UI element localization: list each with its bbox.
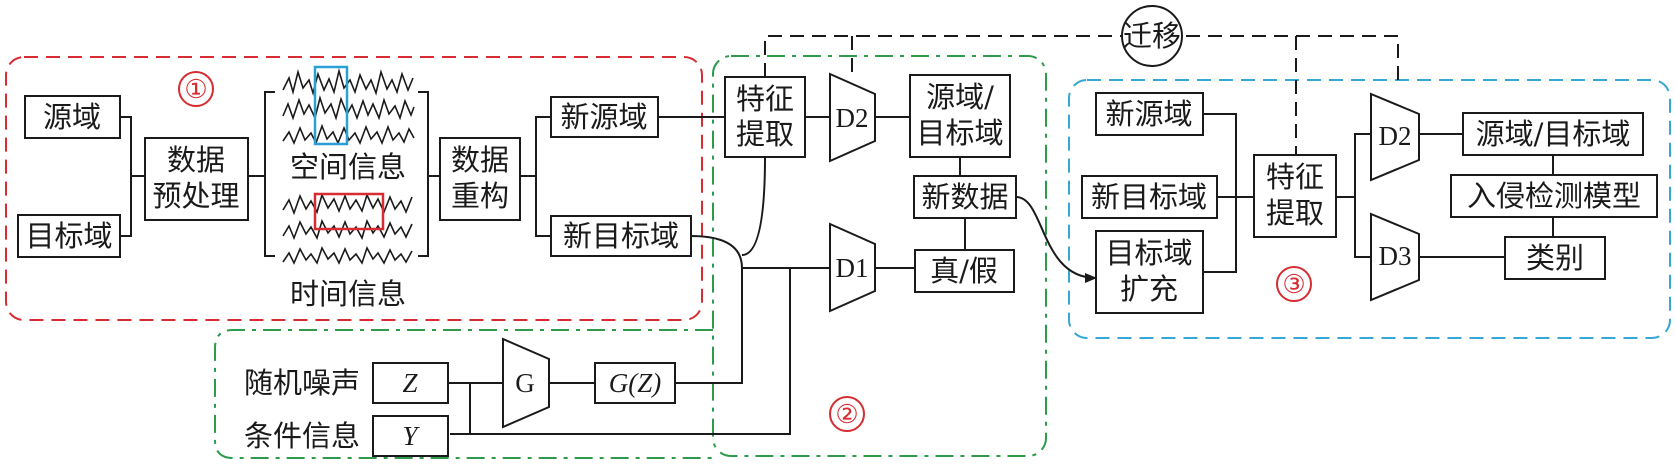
new-target-box-3 xyxy=(1081,175,1218,219)
target-expand-label-line1: 目标域 xyxy=(1105,236,1192,270)
d2-label-3: D2 xyxy=(1379,121,1412,151)
spatial-highlight xyxy=(313,65,349,146)
temporal-highlight xyxy=(313,192,385,231)
d2-discriminator-3 xyxy=(1370,92,1420,182)
condition-to-d1-line xyxy=(450,268,791,435)
region-2-bottom-border xyxy=(214,329,713,459)
d3-label: D3 xyxy=(1379,241,1412,271)
d2-label-1: D2 xyxy=(836,103,869,133)
region-3-number: ③ xyxy=(1282,270,1305,300)
src-tgt-box-3 xyxy=(1462,112,1644,156)
feature-extract-label-3-line2: 提取 xyxy=(1266,196,1324,230)
preprocess-box xyxy=(144,137,249,221)
source-domain-box xyxy=(24,95,121,139)
gz-argument: (Z) xyxy=(628,368,661,398)
z-box xyxy=(372,362,449,404)
reconstruct-label-line1: 数据 xyxy=(451,143,509,177)
transfer-label: 迁移 xyxy=(1123,19,1181,53)
feature-extract-box-3 xyxy=(1253,154,1337,238)
feature-3-split-bracket xyxy=(1336,133,1371,258)
feature-extract-label-1-line2: 提取 xyxy=(736,117,794,151)
new-target-label-3: 新目标域 xyxy=(1091,180,1207,214)
feature-extract-label-3-line1: 特征 xyxy=(1266,160,1324,194)
condition-info-label: 条件信息 xyxy=(244,419,360,453)
src-tgt-label-1-line1: 源域/ xyxy=(926,80,994,114)
region-3-number-circle xyxy=(1276,266,1312,302)
source-target-bracket xyxy=(120,116,145,237)
preprocess-split-bracket xyxy=(248,91,275,257)
new-source-label-3: 新源域 xyxy=(1105,97,1192,131)
preprocess-label-line2: 预处理 xyxy=(152,179,239,213)
feature-down-curve xyxy=(741,156,766,256)
spatial-info-label: 空间信息 xyxy=(290,150,406,184)
category-label: 类别 xyxy=(1526,241,1584,275)
generator xyxy=(502,337,550,429)
region-2-border xyxy=(712,55,1047,457)
new-target-label-1: 新目标域 xyxy=(563,219,679,253)
new-data-to-expand-arrow xyxy=(1015,196,1097,283)
real-fake-box xyxy=(914,249,1015,293)
random-noise-label: 随机噪声 xyxy=(244,366,360,400)
new-source-label-1: 新源域 xyxy=(560,100,647,134)
region-3-border xyxy=(1068,79,1671,339)
new-source-box-3 xyxy=(1095,92,1204,136)
reconstruct-merge-bracket xyxy=(418,91,440,257)
reconstruct-box xyxy=(439,137,521,221)
d3-discriminator xyxy=(1370,212,1420,302)
d1-discriminator xyxy=(829,222,876,313)
target-expand-box xyxy=(1095,230,1204,314)
gz-label: G(Z) xyxy=(609,368,662,398)
region-1-border xyxy=(5,56,703,321)
d1-label: D1 xyxy=(836,253,869,283)
spatial-waveforms xyxy=(282,67,415,146)
src-tgt-label-3: 源域/目标域 xyxy=(1476,117,1631,151)
d2-discriminator-1 xyxy=(829,72,876,163)
new-source-box-1 xyxy=(550,96,659,138)
g-label: G xyxy=(515,368,535,398)
transfer-line-top xyxy=(764,35,1399,80)
gz-to-d1-line xyxy=(675,268,743,384)
real-fake-label: 真/假 xyxy=(930,254,998,288)
region-1-number: ① xyxy=(184,75,207,105)
src-tgt-label-1-line2: 目标域 xyxy=(916,116,1003,150)
temporal-info-label: 时间信息 xyxy=(290,277,406,311)
source-domain-label: 源域 xyxy=(43,100,101,134)
preprocess-label-line1: 数据 xyxy=(167,143,225,177)
transfer-circle xyxy=(1121,5,1183,67)
y-box xyxy=(372,415,449,457)
gz-box xyxy=(594,362,676,404)
gz-function: G xyxy=(609,368,629,398)
new-target-to-d1-line xyxy=(690,235,830,269)
ids-model-label: 入侵检测模型 xyxy=(1467,179,1641,213)
region-3-input-bracket xyxy=(1203,113,1254,273)
src-tgt-box-1 xyxy=(909,74,1011,158)
region-1-number-circle xyxy=(178,71,214,107)
feature-extract-label-1-line1: 特征 xyxy=(736,82,794,116)
target-domain-box xyxy=(17,214,121,258)
new-data-label: 新数据 xyxy=(921,180,1008,214)
reconstruct-label-line2: 重构 xyxy=(451,179,509,213)
reconstruct-split-bracket xyxy=(520,116,551,237)
target-domain-label: 目标域 xyxy=(25,219,112,253)
y-label: Y xyxy=(402,421,420,451)
region-2-number-circle xyxy=(829,396,865,432)
region-2-number: ② xyxy=(835,400,858,430)
target-expand-label-line2: 扩充 xyxy=(1120,272,1178,306)
category-box xyxy=(1504,236,1606,280)
z-label: Z xyxy=(402,368,418,398)
